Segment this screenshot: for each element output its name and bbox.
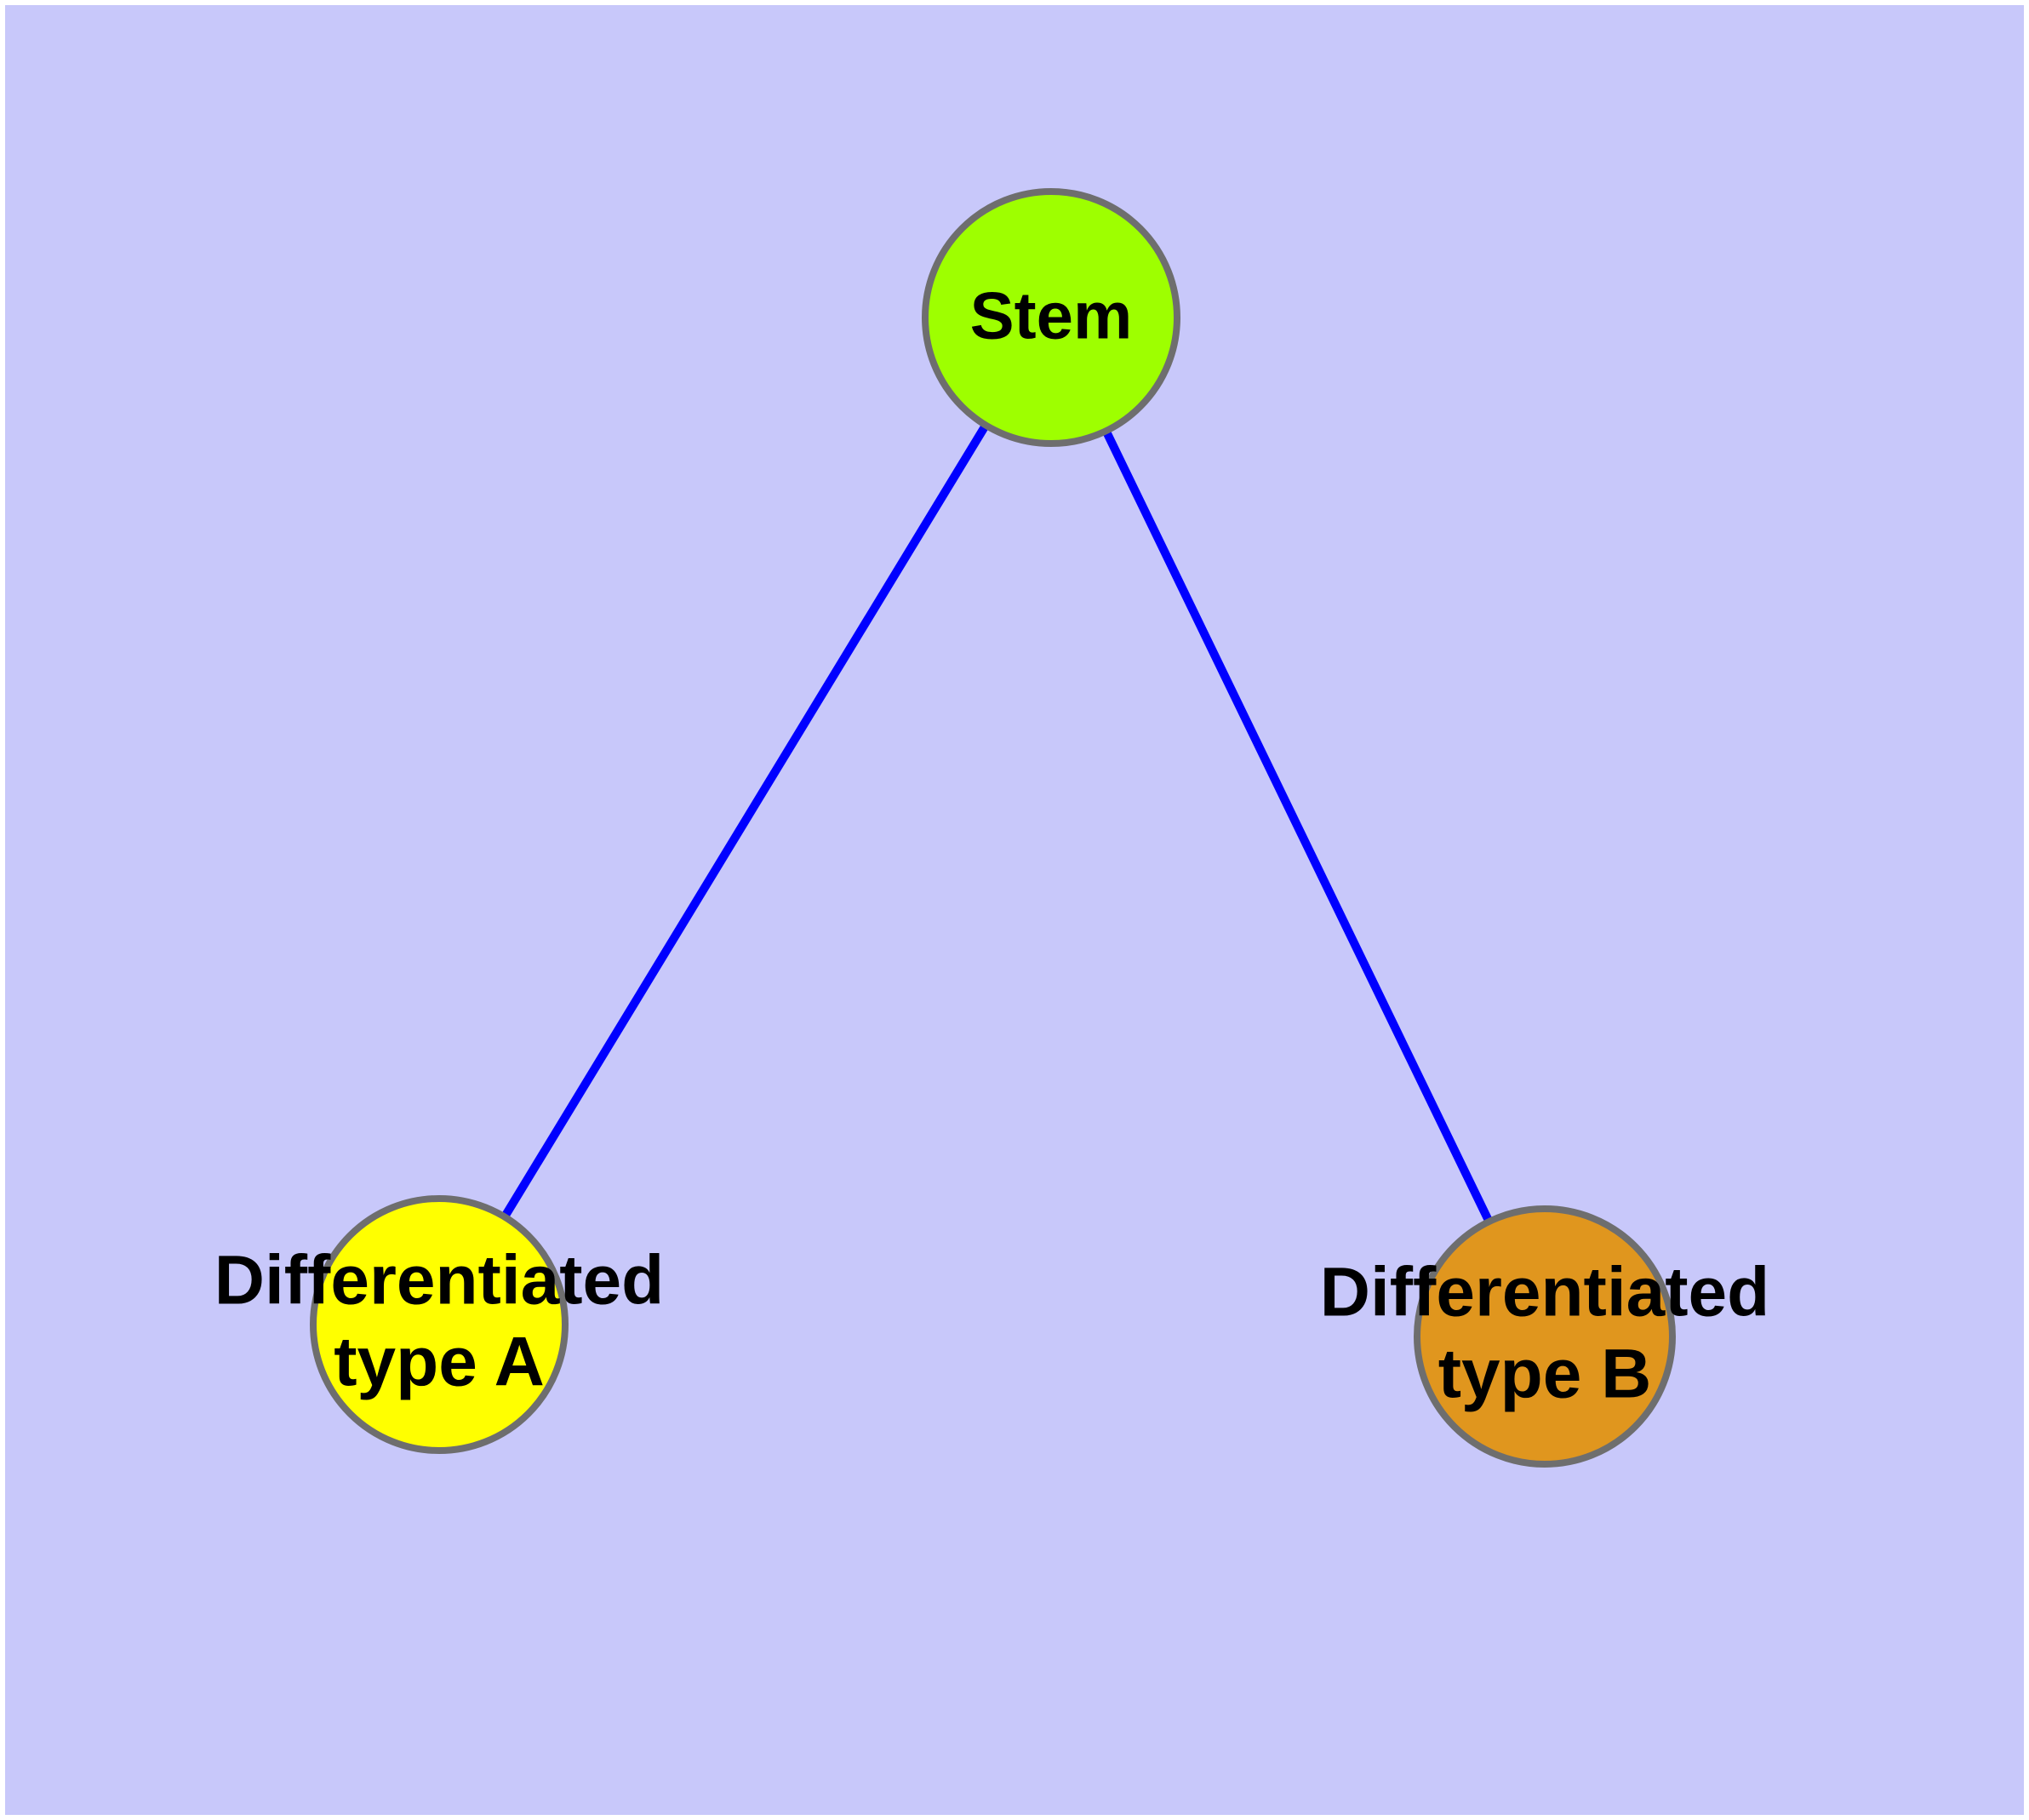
node-diff-a-label-line-2: type A (334, 1324, 545, 1401)
edge-stem-to-differentiated-type-a[interactable] (499, 420, 992, 1222)
node-diff-a-label-line-1: Differentiated (214, 1242, 665, 1319)
node-stem-label: Stem (970, 278, 1133, 353)
node-differentiated-type-b-label: Differentiated type B (1320, 1254, 1770, 1413)
node-stem-circle[interactable] (922, 188, 1180, 447)
node-differentiated-type-a-label: Differentiated type A (214, 1242, 665, 1401)
node-differentiated-type-b-circle[interactable] (1414, 1205, 1676, 1468)
labels-layer: Stem Differentiated type A Differentiate… (214, 278, 1770, 1413)
node-diff-b-label-line-1: Differentiated (1320, 1254, 1770, 1331)
edges-layer (499, 420, 1495, 1227)
node-diff-b-label-line-2: type B (1438, 1336, 1652, 1413)
edge-stem-to-differentiated-type-b[interactable] (1100, 426, 1495, 1227)
nodes-layer (310, 188, 1676, 1468)
node-differentiated-type-a-circle[interactable] (310, 1195, 569, 1454)
